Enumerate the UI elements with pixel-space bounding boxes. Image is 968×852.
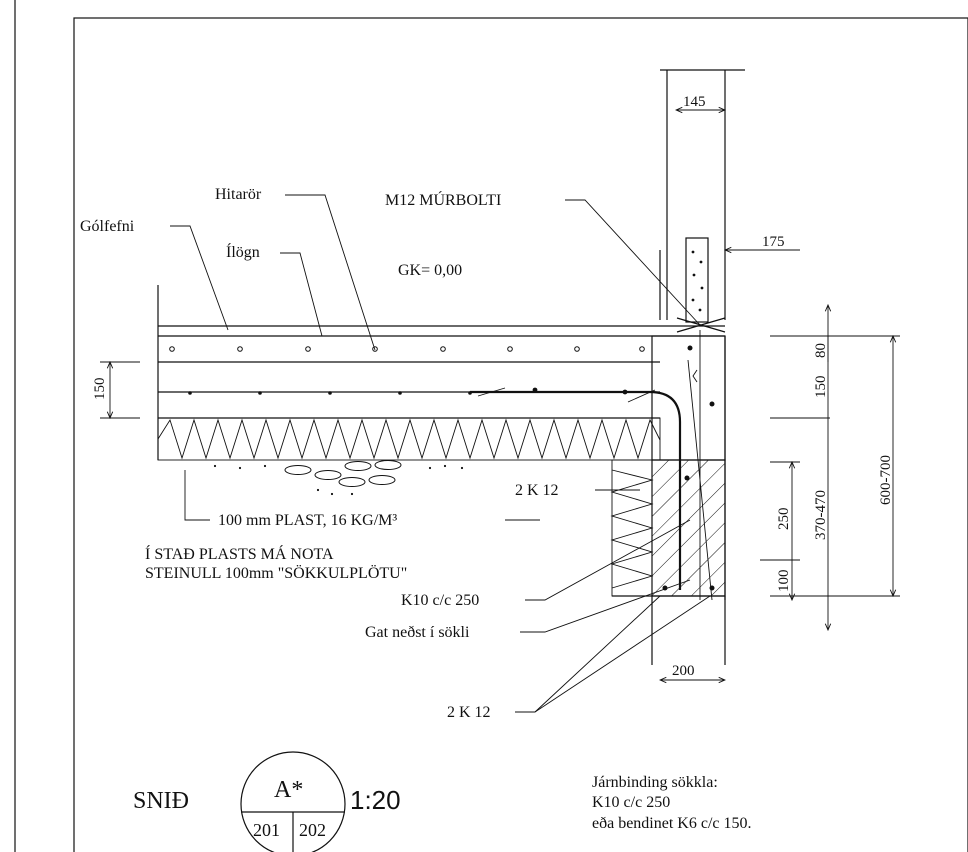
label-murbolti: M12 MÚRBOLTI xyxy=(385,190,501,209)
dimension-lines xyxy=(100,110,900,680)
section-title-block: SNIÐ A* 201 202 1:20 xyxy=(133,751,401,852)
title-mark: A* xyxy=(274,777,303,803)
floor-slab xyxy=(157,285,725,590)
sheet-ref-202: 202 xyxy=(299,820,326,840)
dim-175: 175 xyxy=(762,234,785,250)
dim-600-700: 600-700 xyxy=(878,455,894,505)
wall xyxy=(659,69,745,333)
label-2k12-lower: 2 K 12 xyxy=(447,704,491,721)
dim-100: 100 xyxy=(776,570,792,593)
rebar-note-line-1: Járnbinding sökkla: xyxy=(592,774,718,791)
dim-145: 145 xyxy=(683,94,706,110)
rebar-note-line-3: eða bendinet K6 c/c 150. xyxy=(592,815,752,832)
rebar-note-line-2: K10 c/c 250 xyxy=(592,794,670,811)
label-gat: Gat neðst í sökli xyxy=(365,624,470,641)
dim-150-left: 150 xyxy=(92,378,108,401)
dim-370-470: 370-470 xyxy=(813,490,829,540)
dim-200: 200 xyxy=(672,663,695,679)
label-hitaror: Hitarör xyxy=(215,186,262,203)
foundation xyxy=(612,330,726,665)
scale-text: 1:20 xyxy=(350,785,401,815)
sheet-ref-201: 201 xyxy=(253,820,280,840)
label-gk: GK= 0,00 xyxy=(398,262,462,279)
label-golfefni: Gólfefni xyxy=(80,218,135,235)
dim-150-right: 150 xyxy=(813,376,829,399)
note-line-1: Í STAÐ PLASTS MÁ NOTA xyxy=(145,544,334,563)
title-snid: SNIÐ xyxy=(133,788,189,814)
label-ilogn: Ílögn xyxy=(226,242,260,261)
label-plast: 100 mm PLAST, 16 KG/M³ xyxy=(218,512,397,529)
label-k10: K10 c/c 250 xyxy=(401,592,479,609)
gravel-fill xyxy=(213,460,464,496)
dim-250: 250 xyxy=(776,508,792,531)
sheet-frame xyxy=(14,0,968,852)
leader-lines xyxy=(170,194,711,713)
note-line-2: STEINULL 100mm "SÖKKULPLÖTU" xyxy=(145,564,407,582)
label-2k12-upper: 2 K 12 xyxy=(515,482,559,499)
dim-80: 80 xyxy=(813,343,829,358)
